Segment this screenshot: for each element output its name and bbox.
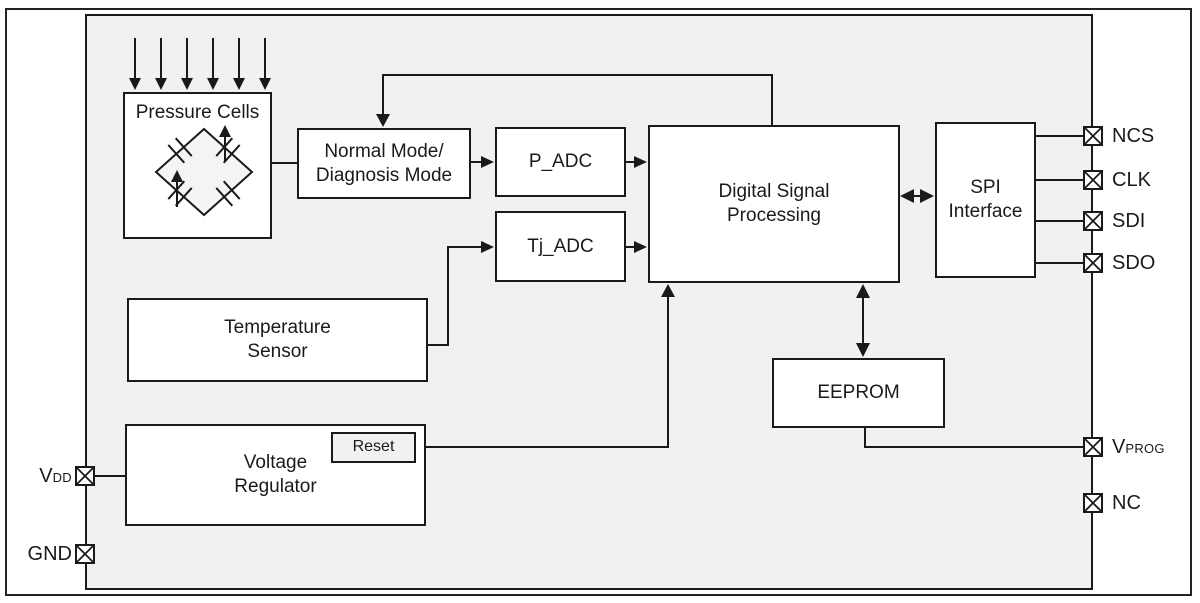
wheatstone-bridge-icon [154,125,254,217]
pin-label-nc: NC [1112,490,1141,516]
wire-dsp-feedback-to-mode [376,74,773,127]
pin-clk-icon [1083,170,1103,190]
dsp-label-line1: Digital Signal [718,181,830,203]
block-digital-signal-processing: Digital Signal Processing [648,125,900,283]
vreg-label-line2: Regulator [234,476,317,497]
pin-vprog-icon [1083,437,1103,457]
tj-adc-label: Tj_ADC [527,235,594,257]
block-normal-diagnosis-mode: Normal Mode/ Diagnosis Mode [297,128,471,199]
vdd-main-text: V [39,465,53,487]
pin-nc-icon [1083,493,1103,513]
wire-tjadc-to-dsp [626,241,647,253]
pin-label-sdi: SDI [1112,208,1145,234]
wire-eeprom-to-vprog [864,428,1084,448]
wire-reset-to-dsp [415,284,675,448]
wire-dsp-spi-bidirectional [900,189,934,203]
spi-label-line1: SPI [970,177,1001,199]
nc-text: NC [1112,492,1141,514]
mode-label-line1: Normal Mode/ [324,140,444,162]
block-tj-adc: Tj_ADC [495,211,626,282]
pin-sdo-icon [1083,253,1103,273]
block-pressure-cells: Pressure Cells [123,92,272,239]
pin-label-clk: CLK [1112,167,1151,193]
pin-sdi-icon [1083,211,1103,231]
pin-ncs-icon [1083,126,1103,146]
clk-text: CLK [1112,169,1151,191]
pin-label-sdo: SDO [1112,250,1155,276]
ncs-text: NCS [1112,125,1155,147]
block-p-adc: P_ADC [495,127,626,197]
vprog-main-text: V [1112,436,1126,458]
gnd-text: GND [27,543,72,565]
p-adc-label: P_ADC [528,151,593,173]
vreg-label-line1: Voltage [243,452,308,474]
sdo-text: SDO [1112,252,1156,274]
wire-dsp-eeprom-bidirectional [856,284,870,357]
spi-label-line2: Interface [948,201,1023,222]
mode-label-line2: Diagnosis Mode [315,164,453,186]
pin-label-gnd: GND [16,541,72,567]
dsp-label-line2: Processing [727,205,821,226]
reset-label: Reset [352,438,395,456]
block-eeprom: EEPROM [772,358,945,428]
pin-gnd-icon [75,544,95,564]
wire-mode-to-padc [470,156,494,168]
pin-vdd-icon [75,466,95,486]
block-reset: Reset [331,432,416,463]
sdi-text: SDI [1112,210,1146,232]
vprog-sub-text: PROG [1125,441,1165,456]
pin-label-ncs: NCS [1112,123,1154,149]
block-spi-interface: SPI Interface [935,122,1036,278]
wire-temp-to-tjadc [427,241,494,346]
temp-label-line2: Sensor [247,341,308,362]
figure-border [5,8,1192,596]
vdd-sub-text: DD [52,470,72,485]
eeprom-label: EEPROM [817,382,900,404]
temp-label-line1: Temperature [224,317,331,339]
wire-padc-to-dsp [626,156,647,168]
pressure-input-arrows-icon [129,38,271,90]
block-temperature-sensor: Temperature Sensor [127,298,428,382]
